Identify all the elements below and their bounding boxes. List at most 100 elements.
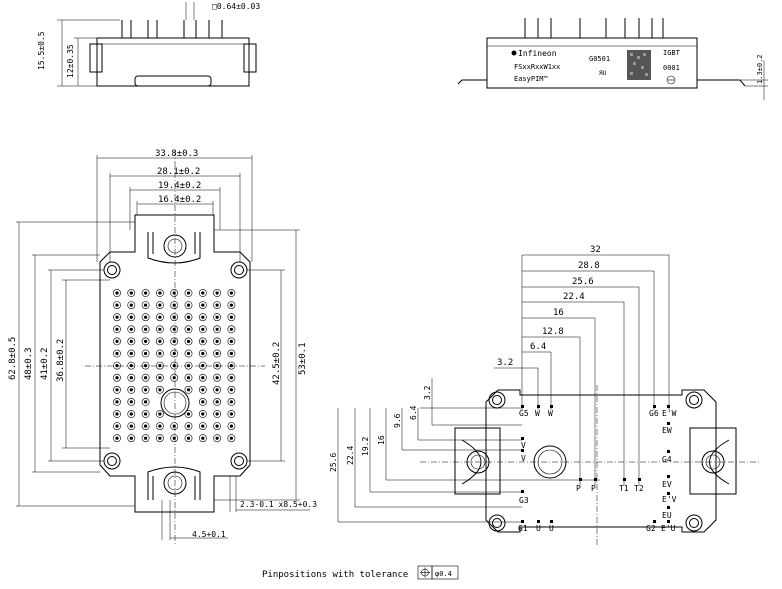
pin-dot bbox=[229, 400, 233, 404]
pin-dot bbox=[129, 388, 133, 392]
pin-hole bbox=[170, 289, 179, 297]
pin-dot bbox=[229, 315, 233, 319]
pin-hole bbox=[227, 349, 236, 358]
pin-dot bbox=[172, 303, 176, 307]
pin-hole bbox=[227, 397, 236, 406]
pin-dot bbox=[115, 412, 119, 416]
pin-dot bbox=[201, 388, 205, 392]
pin-dot bbox=[158, 364, 162, 368]
pin-hole bbox=[184, 337, 193, 346]
pin-hdims: 32 28.8 25.6 22.4 16 12.8 6.4 3.2 bbox=[494, 245, 670, 485]
pin-hole bbox=[113, 313, 121, 322]
dim-42-5: 42.5±0.2 bbox=[272, 342, 282, 385]
pin-hole bbox=[141, 313, 150, 322]
pin-dot bbox=[186, 303, 191, 307]
pin-dot bbox=[158, 376, 162, 380]
dims-top: 33.8±0.3 28.1±0.2 19.4±0.2 16.4±0.2 bbox=[96, 149, 253, 262]
pin-dot bbox=[215, 388, 219, 392]
pin-dot bbox=[201, 424, 205, 428]
pin-g4: G4 bbox=[662, 455, 672, 464]
pin-hole bbox=[170, 313, 179, 322]
dim-pin-size: □0.64±0.03 bbox=[212, 2, 260, 11]
pin-dot bbox=[115, 424, 119, 428]
pin-hole bbox=[155, 410, 164, 418]
pin-hole bbox=[213, 337, 221, 346]
pin-dot bbox=[215, 436, 219, 440]
pin-dot bbox=[115, 351, 119, 356]
marking-text: IGBT bbox=[663, 49, 681, 57]
pin-hole bbox=[141, 385, 150, 394]
pin-ev: EV bbox=[662, 480, 672, 489]
pin-dot bbox=[186, 327, 191, 331]
pin-hole bbox=[127, 397, 136, 406]
pin-position-view: 32 28.8 25.6 22.4 16 12.8 6.4 3.2 3.2 6.… bbox=[329, 245, 760, 545]
pin-w1: W bbox=[535, 409, 540, 418]
vdim-19-2: 19.2 bbox=[361, 437, 370, 456]
pin-hole bbox=[213, 289, 221, 297]
pin-dot bbox=[201, 291, 205, 295]
pin-dot bbox=[115, 327, 119, 331]
pin-labels: G5 W W G6 E'W EW V V P P T1 T2 G4 bbox=[518, 405, 677, 533]
hdim-6-4: 6.4 bbox=[530, 342, 546, 352]
pin-dot bbox=[229, 388, 233, 392]
pin-hole bbox=[170, 361, 179, 370]
pin-p2: P bbox=[591, 484, 596, 493]
pin-w2: W bbox=[548, 409, 553, 418]
pin-hole bbox=[198, 337, 207, 346]
pin-hole bbox=[155, 422, 164, 430]
pin-hole bbox=[198, 289, 207, 297]
pin-dot bbox=[186, 436, 191, 440]
dims-left: 62.8±0.5 48±0.3 41±0.2 36.8±0.2 bbox=[8, 221, 135, 507]
pin-hole bbox=[227, 337, 236, 346]
dim-33-8: 33.8±0.3 bbox=[155, 149, 198, 159]
pin-hole bbox=[141, 373, 150, 382]
pin-hole bbox=[141, 289, 150, 297]
pin-dot bbox=[186, 376, 191, 380]
pin-dot bbox=[144, 315, 148, 319]
pin-hole bbox=[127, 337, 136, 346]
pin-dot bbox=[201, 364, 205, 368]
pin-dot bbox=[229, 364, 233, 368]
dim-48: 48±0.3 bbox=[24, 347, 34, 380]
pin-hole bbox=[184, 301, 193, 309]
pin-dot bbox=[144, 400, 148, 404]
pin-eu2: E'U bbox=[661, 524, 676, 533]
pin-hole bbox=[227, 422, 236, 430]
vdim-22-4: 22.4 bbox=[346, 446, 355, 465]
pin-hole bbox=[213, 313, 221, 322]
pin-hole bbox=[213, 410, 221, 418]
pin-dot bbox=[215, 315, 219, 319]
pin-v1: V bbox=[521, 441, 526, 450]
pin-dot bbox=[158, 351, 162, 356]
pin-hole bbox=[155, 434, 164, 443]
pin-hole bbox=[227, 313, 236, 322]
pin-hole bbox=[227, 373, 236, 382]
pin-dot bbox=[186, 339, 191, 343]
pin-dot bbox=[144, 376, 148, 380]
pin-dot bbox=[129, 327, 133, 331]
pin-hole bbox=[113, 373, 121, 382]
pin-hole bbox=[155, 373, 164, 382]
pin-hole bbox=[127, 349, 136, 358]
pin-dot bbox=[144, 351, 148, 356]
pin-dot bbox=[129, 424, 133, 428]
tolerance-note: Pinpositions with tolerance φ0.4 bbox=[262, 565, 459, 580]
pin-hole bbox=[127, 301, 136, 309]
pin-dot bbox=[229, 327, 233, 331]
hdim-28-8: 28.8 bbox=[578, 261, 600, 271]
pin-hole bbox=[155, 313, 164, 322]
pin-hole bbox=[227, 325, 236, 334]
footer-note: Pinpositions with tolerance bbox=[262, 570, 408, 580]
pin-hole bbox=[113, 349, 121, 358]
pin-dot bbox=[129, 364, 133, 368]
pin-dot bbox=[129, 291, 133, 295]
dim-16-4: 16.4±0.2 bbox=[158, 195, 201, 205]
pin-dot bbox=[172, 351, 176, 356]
pin-t1: T1 bbox=[619, 484, 629, 493]
pin-dot bbox=[158, 424, 162, 428]
pin-hole bbox=[227, 410, 236, 418]
vdim-9-6: 9.6 bbox=[393, 413, 402, 428]
pin-hole bbox=[198, 373, 207, 382]
pin-hole bbox=[198, 325, 207, 334]
